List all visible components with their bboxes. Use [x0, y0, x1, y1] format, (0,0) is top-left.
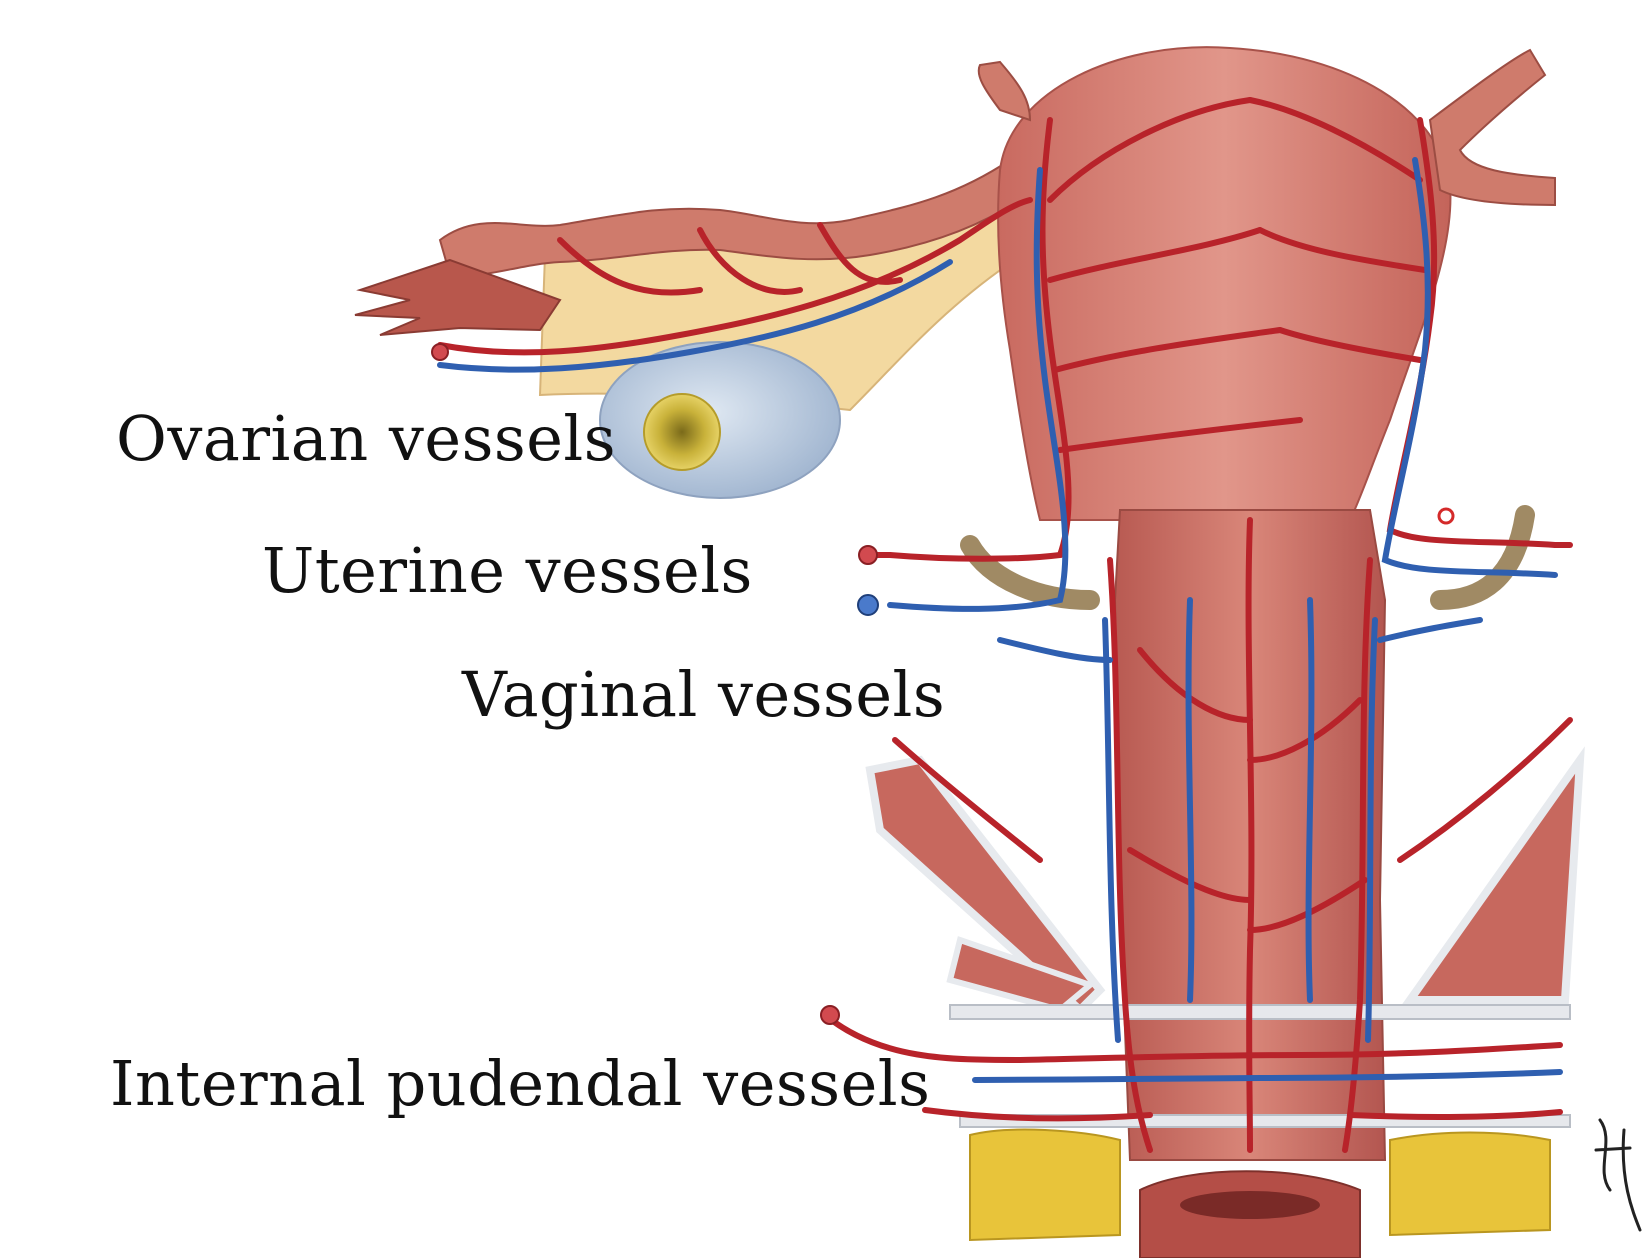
left-round-ligament	[977, 60, 1032, 122]
ovary	[599, 341, 841, 499]
ureter-right	[1430, 505, 1535, 610]
label-internal-pudendal-vessels: Internal pudendal vessels	[110, 1047, 931, 1120]
label-vaginal-vessels: Vaginal vessels	[462, 658, 946, 731]
pelvic-fascia-band	[949, 1004, 1571, 1020]
ischioanal-fat-left	[969, 1128, 1121, 1242]
ischioanal-fat-right	[1389, 1131, 1551, 1237]
marker-dot	[1437, 507, 1455, 525]
veins	[437, 157, 1563, 1083]
fimbriae	[354, 258, 562, 336]
label-uterine-vessels: Uterine vessels	[262, 534, 753, 607]
label-ovarian-vessels: Ovarian vessels	[116, 402, 617, 475]
right-tube	[1428, 48, 1556, 207]
uterus	[997, 46, 1452, 521]
vaginal-lumen	[1180, 1191, 1320, 1219]
ureter-left	[960, 535, 1100, 610]
vessel-cut-ends	[431, 343, 879, 1025]
levator-right	[1402, 746, 1585, 1004]
levator-left	[865, 755, 1106, 1016]
artist-signature	[1594, 1118, 1642, 1232]
arteries	[437, 97, 1573, 1153]
follicle	[643, 393, 721, 471]
